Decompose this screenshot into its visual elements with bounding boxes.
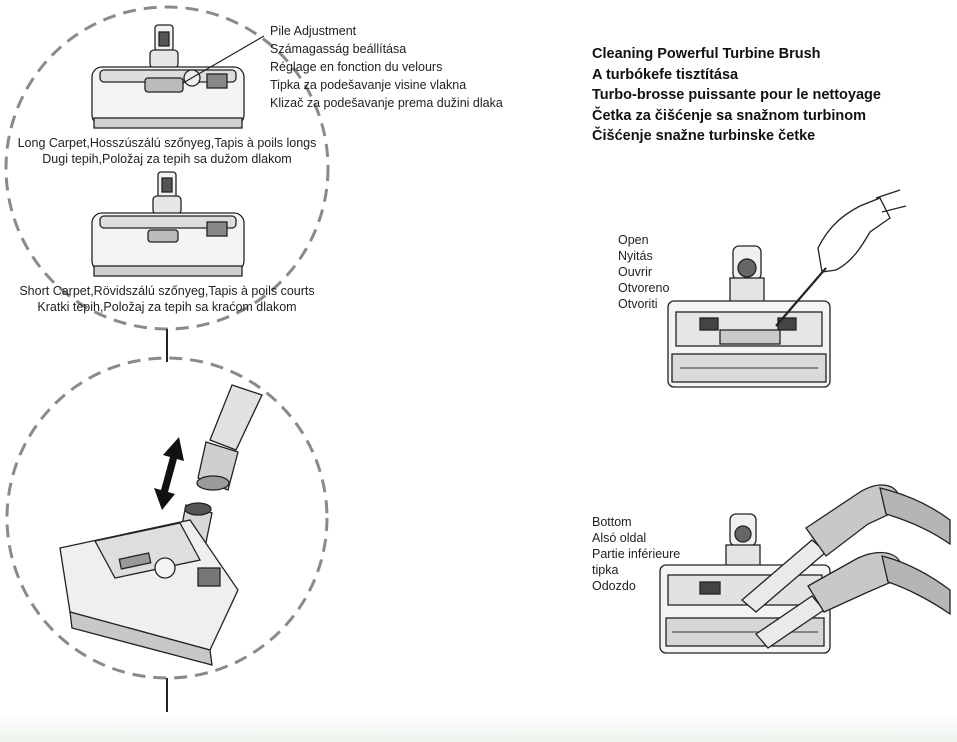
cleaning-title-block: Cleaning Powerful Turbine Brush A turbók… [592, 44, 881, 147]
bottom-label-hr: tipka [592, 563, 619, 577]
pile-adjustment-label-en: Pile Adjustment [270, 24, 357, 38]
brush-head-long-carpet [91, 24, 245, 129]
short-carpet-label-line2: Kratki tepih,Položaj za tepih sa kraćom … [37, 300, 297, 314]
cleaning-title-en: Cleaning Powerful Turbine Brush [592, 46, 821, 62]
brush-head-short-carpet [91, 171, 245, 277]
pile-adjustment-leader [182, 35, 265, 84]
cleaning-title-hu: A turbókefe tisztítása [592, 66, 739, 83]
pile-adjustment-label-sr: Klizač za podešavanje prema dužini dlaka [270, 96, 503, 110]
attach-hose-dashed-circle [5, 356, 329, 680]
bottom-label-hu: Alsó oldal [592, 531, 647, 545]
open-label-hr: Otvoreno [618, 281, 670, 295]
short-carpet-label-line1: Short Carpet,Rövidszálú szőnyeg,Tapis à … [19, 284, 315, 298]
brush-bottom-illustration [659, 513, 831, 654]
bottom-label-en: Bottom [592, 515, 632, 529]
long-carpet-label-line1: Long Carpet,Hosszúszálú szőnyeg,Tapis à … [17, 136, 317, 150]
double-arrow-icon [154, 437, 184, 510]
bottom-label-sr: Odozdo [592, 579, 636, 593]
open-label-hu: Nyitás [618, 249, 653, 263]
cleaning-title-hr: Četka za čišćenje sa snažnom turbinom [592, 107, 866, 124]
open-label-en: Open [618, 233, 649, 247]
open-label-sr: Otvoriti [618, 297, 658, 311]
pile-adjustment-label-hu: Számagasság beállítása [270, 42, 407, 56]
brush-open-illustration [667, 245, 831, 388]
long-carpet-label-line2: Dugi tepih,Položaj za tepih sa dužom dla… [42, 152, 292, 166]
open-label-fr: Ouvrir [618, 265, 653, 279]
hose-attach-illustration [59, 384, 263, 666]
hand-screwdriver-illustration [775, 189, 907, 327]
pile-adjustment-label-hr: Tipka za podešavanje visine vlakna [270, 78, 467, 92]
bottom-label-fr: Partie inférieure [592, 547, 681, 561]
pile-adjustment-label-fr: Réglage en fonction du velours [270, 60, 443, 74]
cleaning-title-fr: Turbo-brosse puissante pour le nettoyage [592, 87, 881, 103]
hose-handles-illustration [741, 484, 951, 649]
page-bottom-band [0, 712, 957, 742]
cleaning-title-sr: Čišćenje snažne turbinske četke [592, 128, 816, 144]
